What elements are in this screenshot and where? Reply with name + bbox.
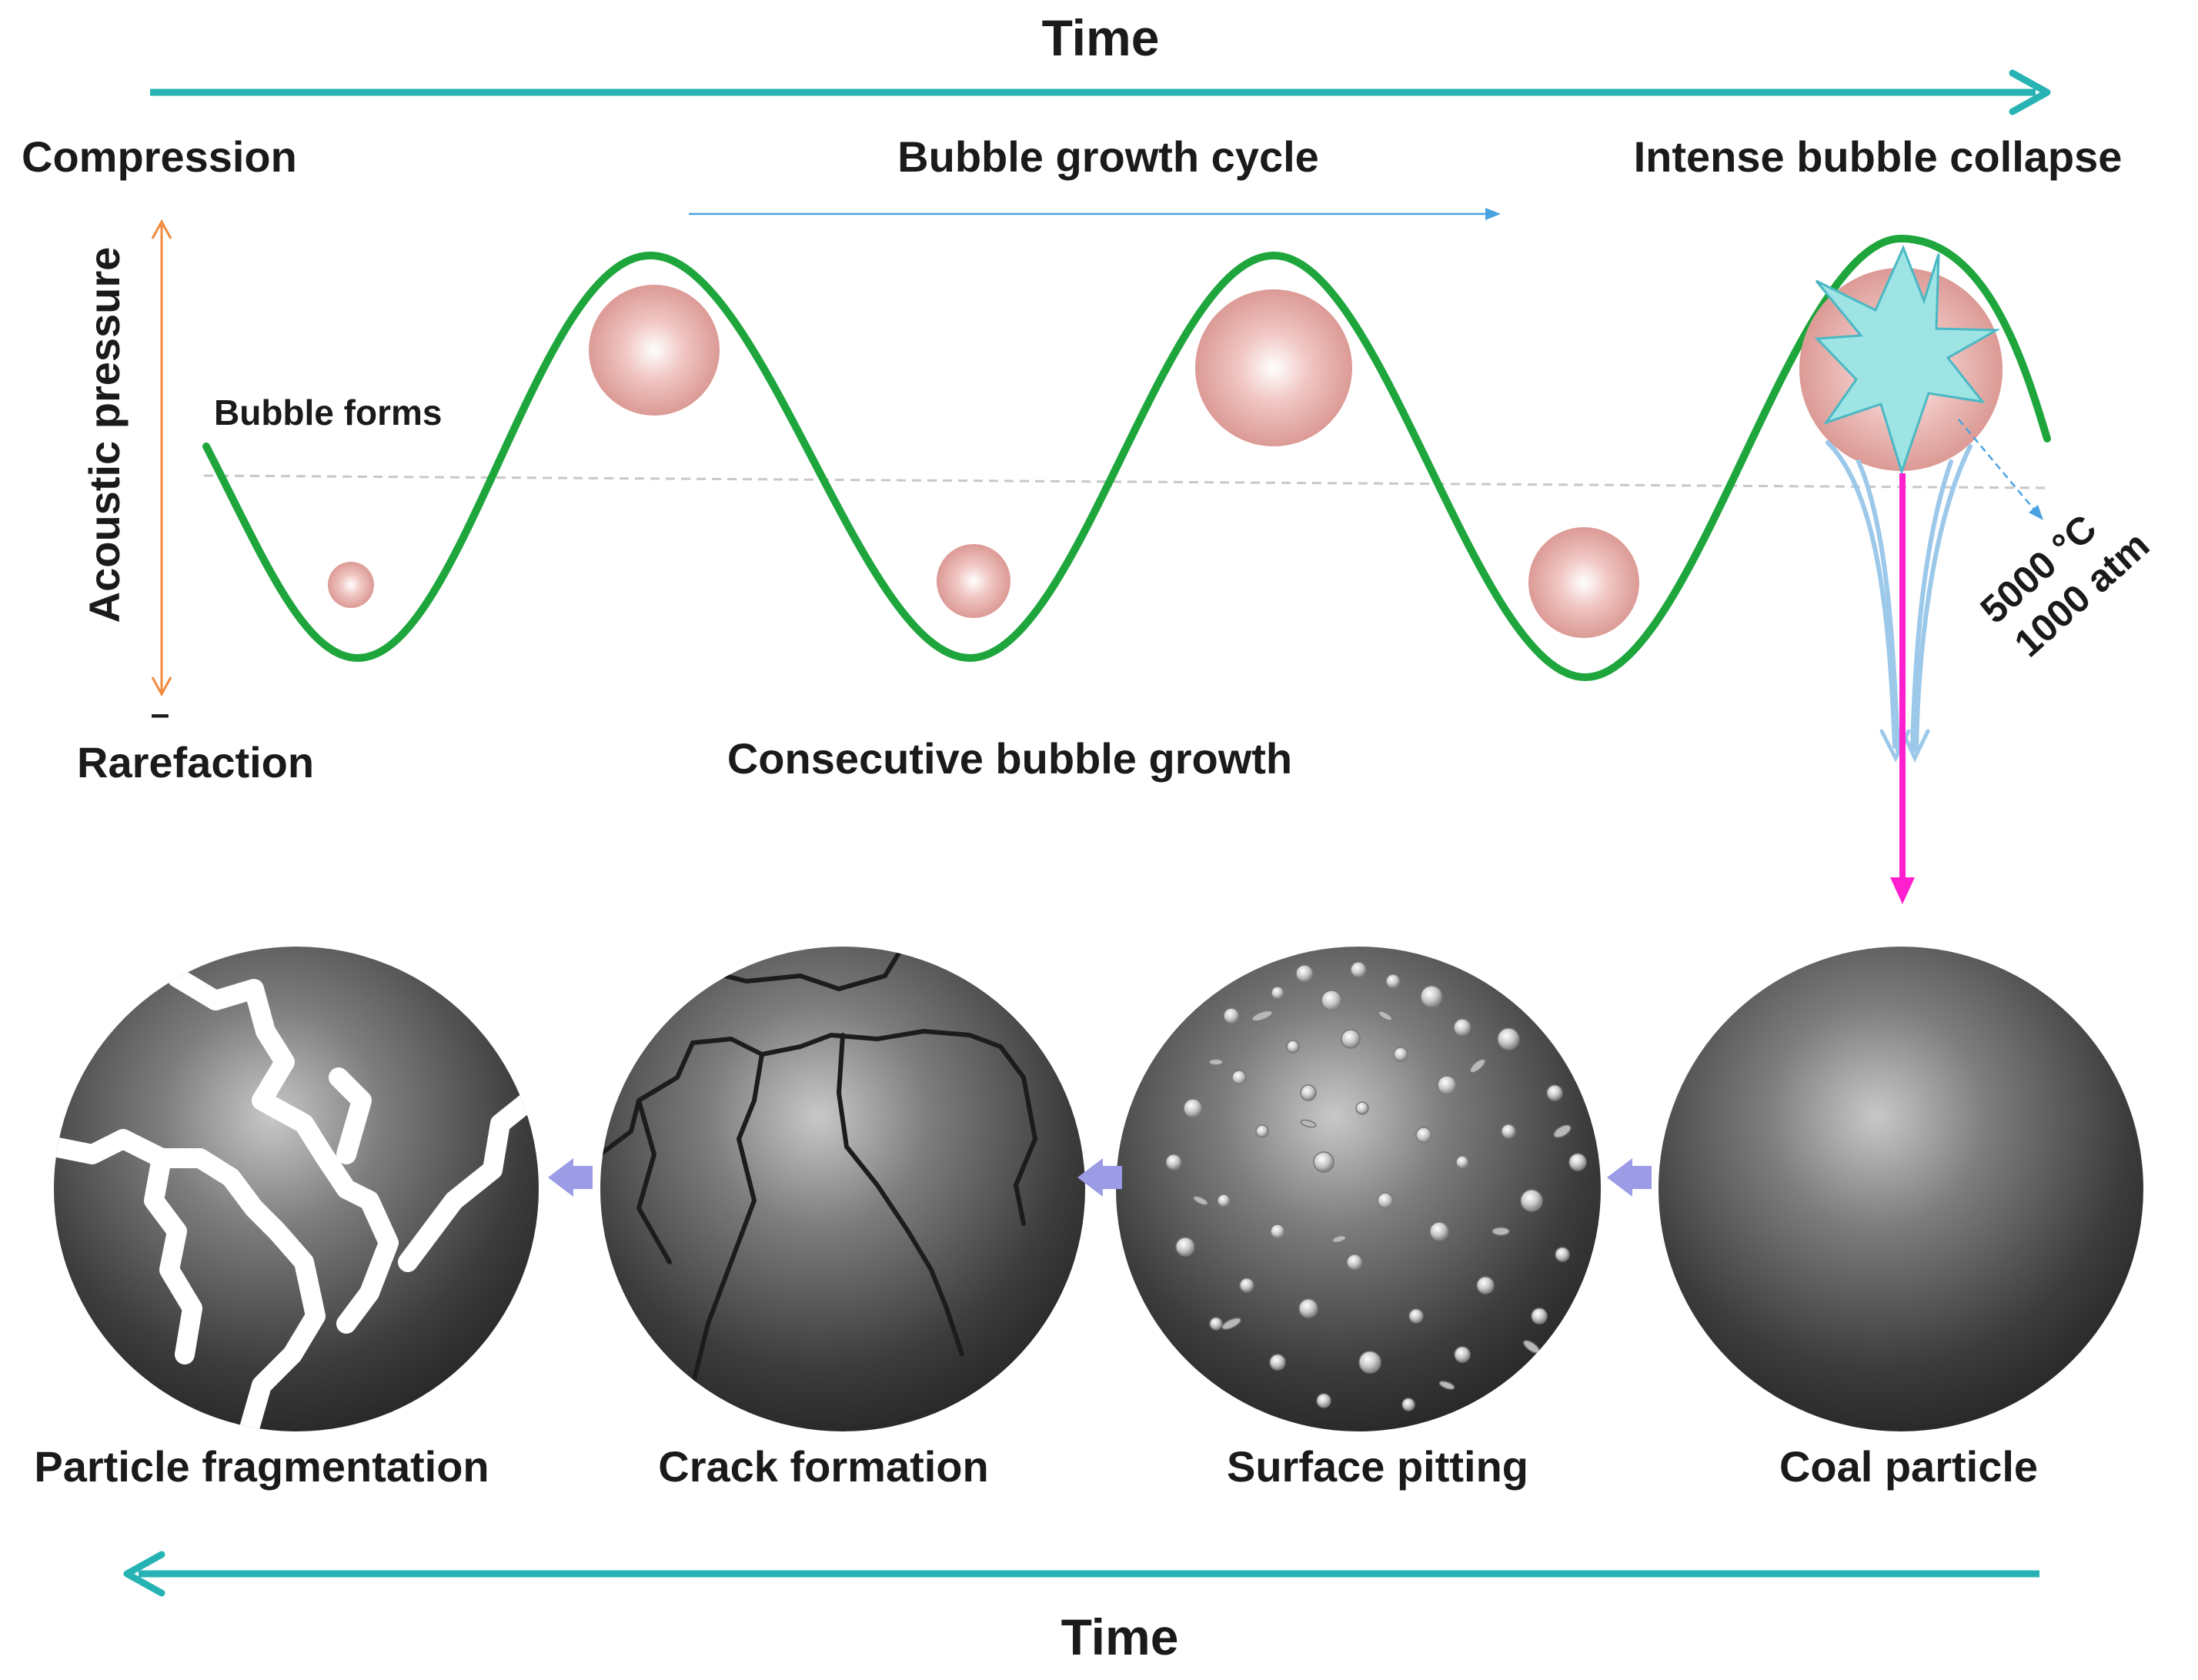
bubble-compressed-2: [1528, 527, 1639, 638]
axis-minus-mark: –: [151, 695, 169, 733]
acoustic-pressure-label: Acoustic pressure: [80, 247, 129, 623]
bubble-forms-label: Bubble forms: [214, 392, 442, 433]
pit-marks: [1165, 961, 1587, 1411]
stage-arrow-coal-to-pitting: [1607, 1158, 1652, 1197]
coal-particle-sphere: [1659, 947, 2143, 1431]
compression-label: Compression: [22, 132, 297, 181]
stage-label-fragmentation: Particle fragmentation: [34, 1442, 489, 1491]
stage-arrow-pitting-to-crack: [548, 1158, 593, 1197]
bubble-initial: [328, 562, 374, 608]
stage-label-pitting: Surface pitting: [1227, 1442, 1528, 1491]
bottom-time-arrow: [123, 1551, 2039, 1597]
top-time-label: Time: [1042, 9, 1160, 66]
top-time-arrow: [150, 69, 2051, 115]
bubble-growth-cycle-label: Bubble growth cycle: [897, 132, 1319, 181]
particle-fragmentation-sphere: [54, 947, 539, 1431]
stage-arrow-crack-from-pitting: [1077, 1158, 1122, 1197]
crack-formation-sphere: [600, 947, 1085, 1431]
conditions-arrow: [1958, 419, 2043, 520]
bubble-compressed-1: [937, 544, 1010, 618]
acoustic-pressure-wave: [202, 234, 2051, 682]
consecutive-bubble-growth-label: Consecutive bubble growth: [727, 734, 1292, 783]
collapse-conditions: 5000 °C 1000 atm: [1973, 506, 2158, 666]
bubble-group: [328, 268, 2003, 638]
rarefaction-label: Rarefaction: [77, 738, 314, 787]
cycle-arrow: [689, 208, 1501, 220]
bottom-time-label: Time: [1061, 1608, 1179, 1665]
bubble-expanded-1: [589, 285, 720, 416]
pressure-axis-arrow: [151, 219, 172, 697]
bubble-expanded-2: [1195, 289, 1352, 446]
stage-label-crack: Crack formation: [658, 1442, 988, 1491]
collapse-burst-icon: [1814, 245, 2001, 476]
stage-arrows: [548, 1158, 1652, 1197]
pressure-baseline: [203, 474, 2048, 489]
intense-bubble-collapse-label: Intense bubble collapse: [1634, 132, 2123, 181]
surface-pitting-sphere: [1116, 947, 1601, 1431]
stage-label-coal: Coal particle: [1779, 1442, 2038, 1491]
jet-streams: [1826, 440, 1973, 763]
impact-arrow: [1890, 473, 1915, 904]
